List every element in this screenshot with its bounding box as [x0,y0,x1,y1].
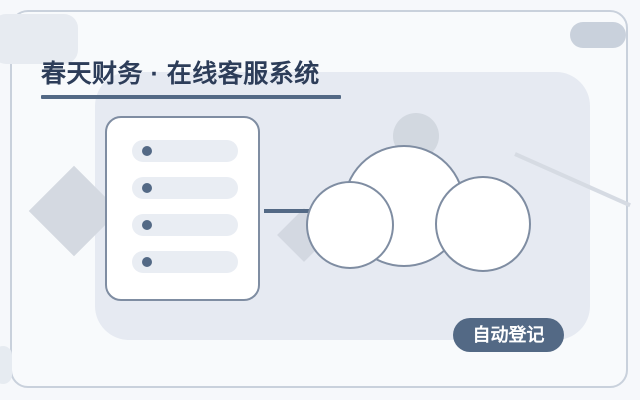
bullet-dot-icon [142,257,152,267]
page-title: 春天财务 · 在线客服系统 [41,60,320,88]
list-item [132,251,238,273]
bullet-dot-icon [142,183,152,193]
cloud-left-lobe [306,181,394,269]
connector-line-icon [264,209,329,213]
cloud-right-lobe [435,176,531,272]
list-item [132,140,238,162]
title-underline [41,95,341,99]
bullet-dot-icon [142,220,152,230]
bullet-dot-icon [142,146,152,156]
list-item [132,177,238,199]
auto-register-button[interactable]: 自动登记 [453,318,564,352]
top-right-decorative-pill [570,22,626,48]
left-edge-decorative-shape [0,346,12,384]
top-left-decorative-chip [0,14,78,64]
list-item [132,214,238,236]
document-list-icon [105,116,260,301]
